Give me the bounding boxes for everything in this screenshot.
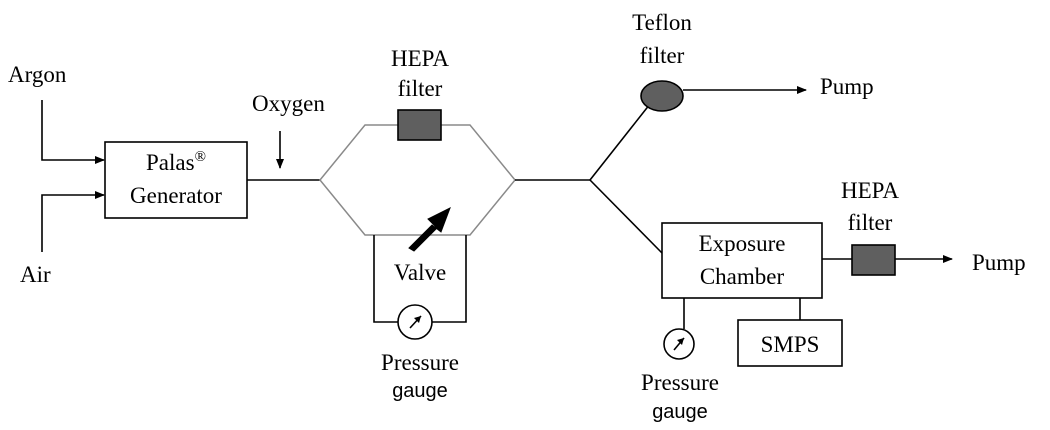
bypass-splitter-outline	[319, 124, 516, 236]
argon-label: Argon	[8, 62, 67, 87]
teflon-filter-label-line1: Teflon	[632, 10, 692, 35]
pressure-gauge-right-label-line1: Pressure	[641, 370, 719, 395]
hepa-filter-right-label-line2: filter	[848, 210, 893, 235]
branch-to-chamber-line	[589, 179, 663, 254]
air-label: Air	[20, 262, 51, 287]
hepa-filter-top-label-line1: HEPA	[391, 46, 449, 71]
teflon-filter-label-line2: filter	[640, 43, 685, 68]
palas-generator-label-line2: Generator	[130, 183, 222, 208]
smps-box	[737, 319, 843, 367]
valve-loop-right	[432, 235, 467, 323]
valve-loop-left	[373, 235, 398, 323]
smps-label: SMPS	[761, 332, 820, 357]
hepa-filter-right-label-line1: HEPA	[841, 178, 899, 203]
pressure-gauge-left-label-line2: gauge	[392, 380, 448, 402]
pressure-gauge-right-label-line2: gauge	[652, 401, 708, 423]
hepa-filter-right-icon	[851, 244, 896, 276]
pump-right-label: Pump	[972, 250, 1026, 275]
teflon-filter-icon	[640, 80, 684, 112]
valve-arrow-icon	[408, 206, 451, 252]
air-feed-arrow	[41, 191, 105, 252]
valve-label: Valve	[394, 260, 446, 285]
exposure-chamber-label-line1: Exposure	[699, 231, 786, 256]
argon-feed-arrow	[41, 100, 105, 164]
branch-to-teflon-line	[589, 103, 651, 181]
exposure-chamber-label-line2: Chamber	[700, 264, 785, 289]
palas-generator-box	[104, 141, 248, 219]
oxygen-label: Oxygen	[252, 91, 325, 116]
pump-top-label: Pump	[820, 74, 874, 99]
pressure-gauge-left-label-line1: Pressure	[381, 350, 459, 375]
hepa-filter-top-icon	[397, 109, 442, 141]
pressure-gauge-right-icon	[663, 328, 695, 360]
hepa-filter-top-label-line2: filter	[398, 76, 443, 101]
pressure-gauge-left-icon	[397, 304, 433, 340]
exposure-chamber-box	[661, 222, 823, 299]
palas-generator-label-line1: Palas®	[146, 149, 206, 175]
